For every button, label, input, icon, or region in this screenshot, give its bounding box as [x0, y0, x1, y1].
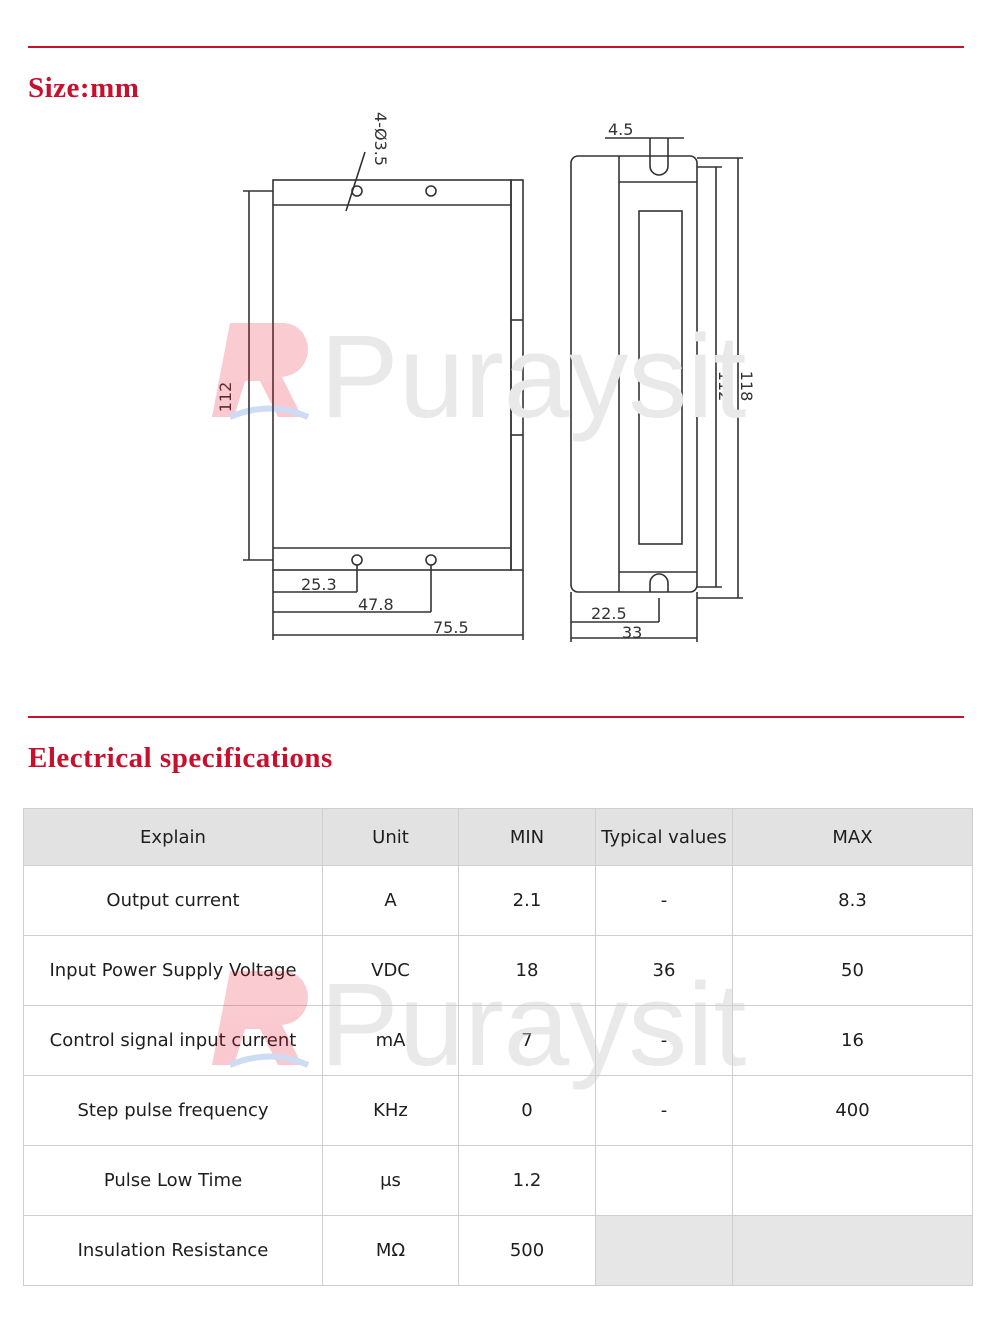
cell-explain: Output current — [23, 865, 323, 936]
cell-min: 500 — [458, 1215, 596, 1286]
middle-divider — [28, 716, 964, 718]
slot-width-label: 4.5 — [608, 120, 633, 139]
cell-unit: KHz — [322, 1075, 459, 1146]
table-row: Control signal input current mA 7 - 16 — [23, 1005, 973, 1076]
hole-offset-2-label: 47.8 — [358, 595, 394, 614]
cell-typical: - — [595, 1075, 733, 1146]
table-row: Insulation Resistance MΩ 500 — [23, 1215, 973, 1286]
side-outer-height-label: 118 — [737, 371, 756, 402]
cell-min: 18 — [458, 935, 596, 1006]
mount-hole-top-right — [425, 185, 437, 197]
cell-typical: - — [595, 865, 733, 936]
spec-table: Explain Unit MIN Typical values MAX Outp… — [23, 808, 973, 1286]
mount-hole-bottom-right — [425, 554, 437, 566]
hole-spec-label: 4-Ø3.5 — [371, 112, 390, 166]
cell-min: 2.1 — [458, 865, 596, 936]
cell-explain: Insulation Resistance — [23, 1215, 323, 1286]
cell-typical: - — [595, 1005, 733, 1076]
cell-unit: μs — [322, 1145, 459, 1216]
table-row: Input Power Supply Voltage VDC 18 36 50 — [23, 935, 973, 1006]
header-explain: Explain — [23, 808, 323, 866]
header-max: MAX — [732, 808, 973, 866]
table-row: Pulse Low Time μs 1.2 — [23, 1145, 973, 1216]
cell-typical — [595, 1145, 733, 1216]
cell-unit: VDC — [322, 935, 459, 1006]
cell-min: 0 — [458, 1075, 596, 1146]
cell-max: 16 — [732, 1005, 973, 1076]
header-typical: Typical values — [595, 808, 733, 866]
cell-max: 400 — [732, 1075, 973, 1146]
cell-unit: mA — [322, 1005, 459, 1076]
table-row: Output current A 2.1 - 8.3 — [23, 865, 973, 936]
cell-typical: 36 — [595, 935, 733, 1006]
hole-offset-1-label: 25.3 — [301, 575, 337, 594]
cell-max: 50 — [732, 935, 973, 1006]
cell-max: 8.3 — [732, 865, 973, 936]
cell-min: 7 — [458, 1005, 596, 1076]
cell-explain: Input Power Supply Voltage — [23, 935, 323, 1006]
cell-min: 1.2 — [458, 1145, 596, 1216]
cell-explain: Pulse Low Time — [23, 1145, 323, 1216]
side-inner-height-label: 112 — [715, 371, 734, 402]
cell-unit: MΩ — [322, 1215, 459, 1286]
header-unit: Unit — [322, 808, 459, 866]
cell-max — [732, 1215, 973, 1286]
slot-offset-label: 22.5 — [591, 604, 627, 623]
cell-explain: Step pulse frequency — [23, 1075, 323, 1146]
table-row: Step pulse frequency KHz 0 - 400 — [23, 1075, 973, 1146]
front-width-label: 75.5 — [433, 618, 469, 637]
top-divider — [28, 46, 964, 48]
cell-explain: Control signal input current — [23, 1005, 323, 1076]
dimension-drawing: 4-Ø3.5 112 25.3 47.8 75.5 4.5 112 118 22… — [216, 112, 756, 642]
header-min: MIN — [458, 808, 596, 866]
side-depth-label: 33 — [622, 623, 642, 642]
cell-unit: A — [322, 865, 459, 936]
mount-hole-bottom-left — [351, 554, 363, 566]
side-body-outline — [570, 155, 698, 593]
front-height-label: 112 — [216, 382, 235, 413]
front-body-outline — [272, 179, 512, 571]
table-header-row: Explain Unit MIN Typical values MAX — [23, 808, 973, 866]
size-section-title: Size:mm — [28, 72, 140, 104]
electrical-section-title: Electrical specifications — [28, 742, 333, 774]
cell-typical — [595, 1215, 733, 1286]
cell-max — [732, 1145, 973, 1216]
